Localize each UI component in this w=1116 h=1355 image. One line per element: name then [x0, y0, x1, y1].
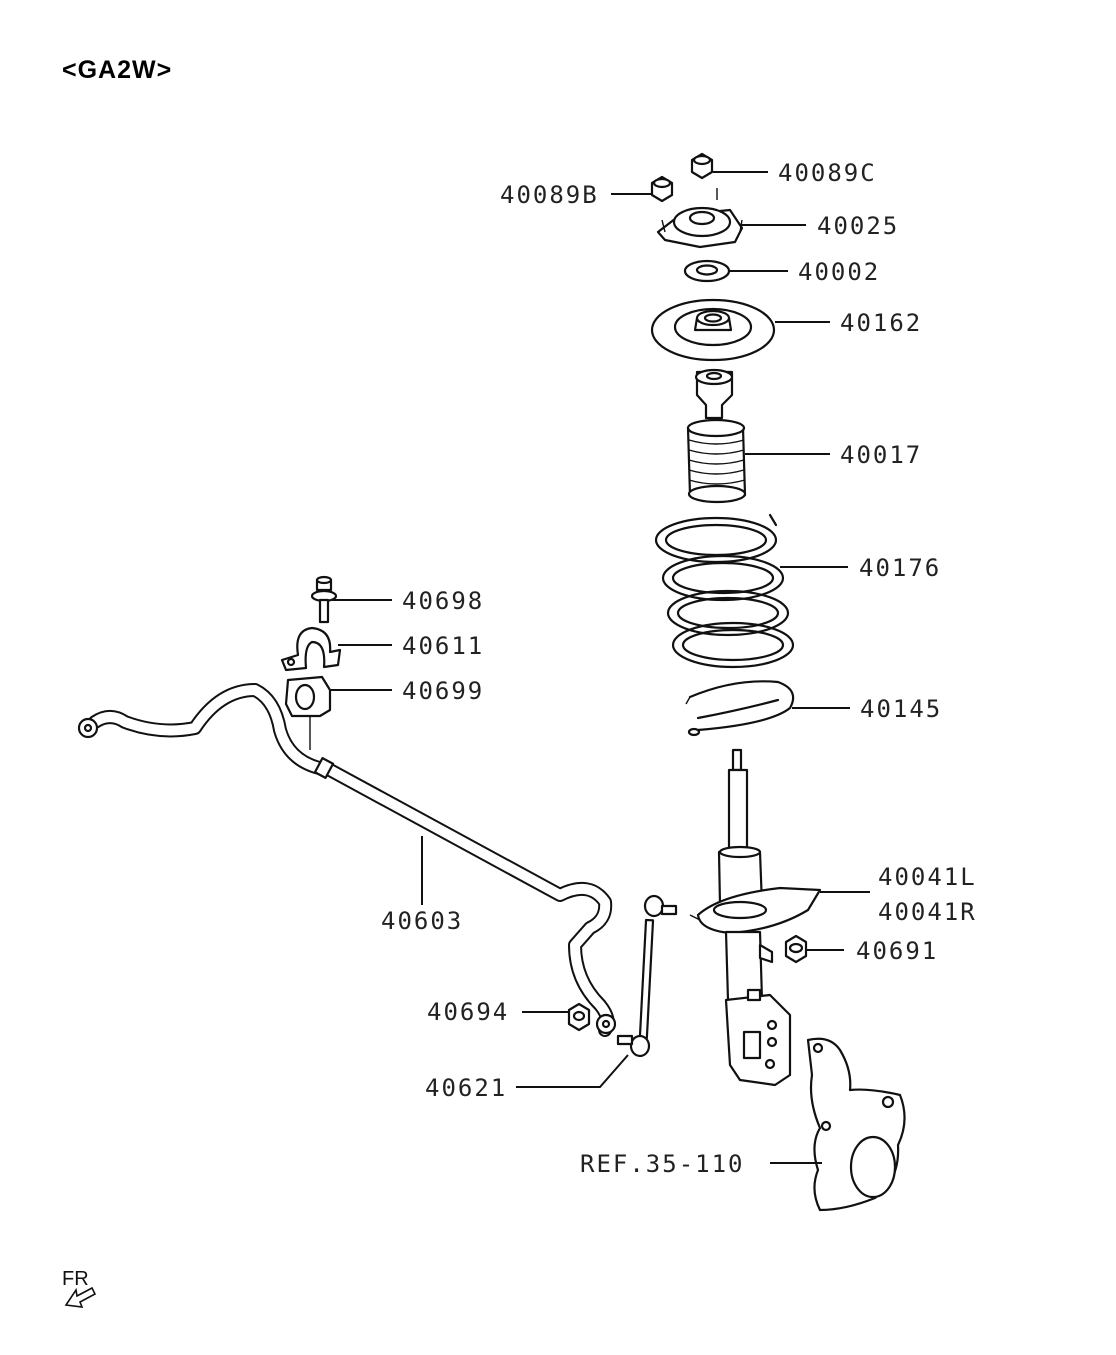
nut-40089b-icon[interactable]	[650, 175, 674, 203]
strut-mount-40025-icon[interactable]	[656, 188, 744, 249]
callout-40621[interactable]: 40621	[425, 1074, 507, 1102]
front-arrow-icon	[64, 1286, 97, 1308]
callout-40002[interactable]: 40002	[798, 258, 880, 286]
callout-40611[interactable]: 40611	[402, 632, 484, 660]
model-code-title: <GA2W>	[62, 56, 173, 84]
callout-40699[interactable]: 40699	[402, 677, 484, 705]
stabilizer-bar-40603-icon[interactable]	[77, 683, 617, 1037]
callout-40089b[interactable]: 40089B	[500, 181, 599, 209]
steering-knuckle-ref-icon	[806, 1037, 906, 1212]
callout-40041r[interactable]: 40041R	[878, 898, 977, 926]
nut-40691-icon[interactable]	[784, 934, 808, 964]
dust-boot-40017-icon[interactable]	[686, 368, 747, 504]
callout-40691[interactable]: 40691	[856, 937, 938, 965]
callout-40603[interactable]: 40603	[381, 907, 463, 935]
callout-40694[interactable]: 40694	[427, 998, 509, 1026]
callout-40025[interactable]: 40025	[817, 212, 899, 240]
nut-40089c-icon[interactable]	[690, 152, 714, 180]
spring-pad-40145-icon[interactable]	[685, 680, 795, 737]
bushing-40699-icon[interactable]	[284, 675, 332, 750]
front-direction-label: FR	[62, 1268, 89, 1290]
callout-40041l[interactable]: 40041L	[878, 863, 977, 891]
callout-40089c[interactable]: 40089C	[778, 159, 877, 187]
spring-seat-40162-icon[interactable]	[650, 298, 776, 362]
callout-40162[interactable]: 40162	[840, 309, 922, 337]
callout-40017[interactable]: 40017	[840, 441, 922, 469]
bearing-40002-icon[interactable]	[683, 259, 731, 283]
callout-40145[interactable]: 40145	[860, 695, 942, 723]
callout-ref-35-110[interactable]: REF.35-110	[580, 1150, 745, 1178]
nut-40694-icon[interactable]	[567, 1002, 591, 1032]
strut-assembly-40041-icon[interactable]	[689, 748, 822, 1087]
bracket-40611-icon[interactable]	[280, 626, 342, 672]
callout-40698[interactable]: 40698	[402, 587, 484, 615]
stabilizer-link-40621-icon[interactable]	[616, 894, 678, 1058]
callout-40176[interactable]: 40176	[859, 554, 941, 582]
coil-spring-40176-icon[interactable]	[654, 513, 795, 669]
bolt-40698-icon[interactable]	[310, 575, 338, 624]
leader-lines	[331, 171, 870, 1164]
